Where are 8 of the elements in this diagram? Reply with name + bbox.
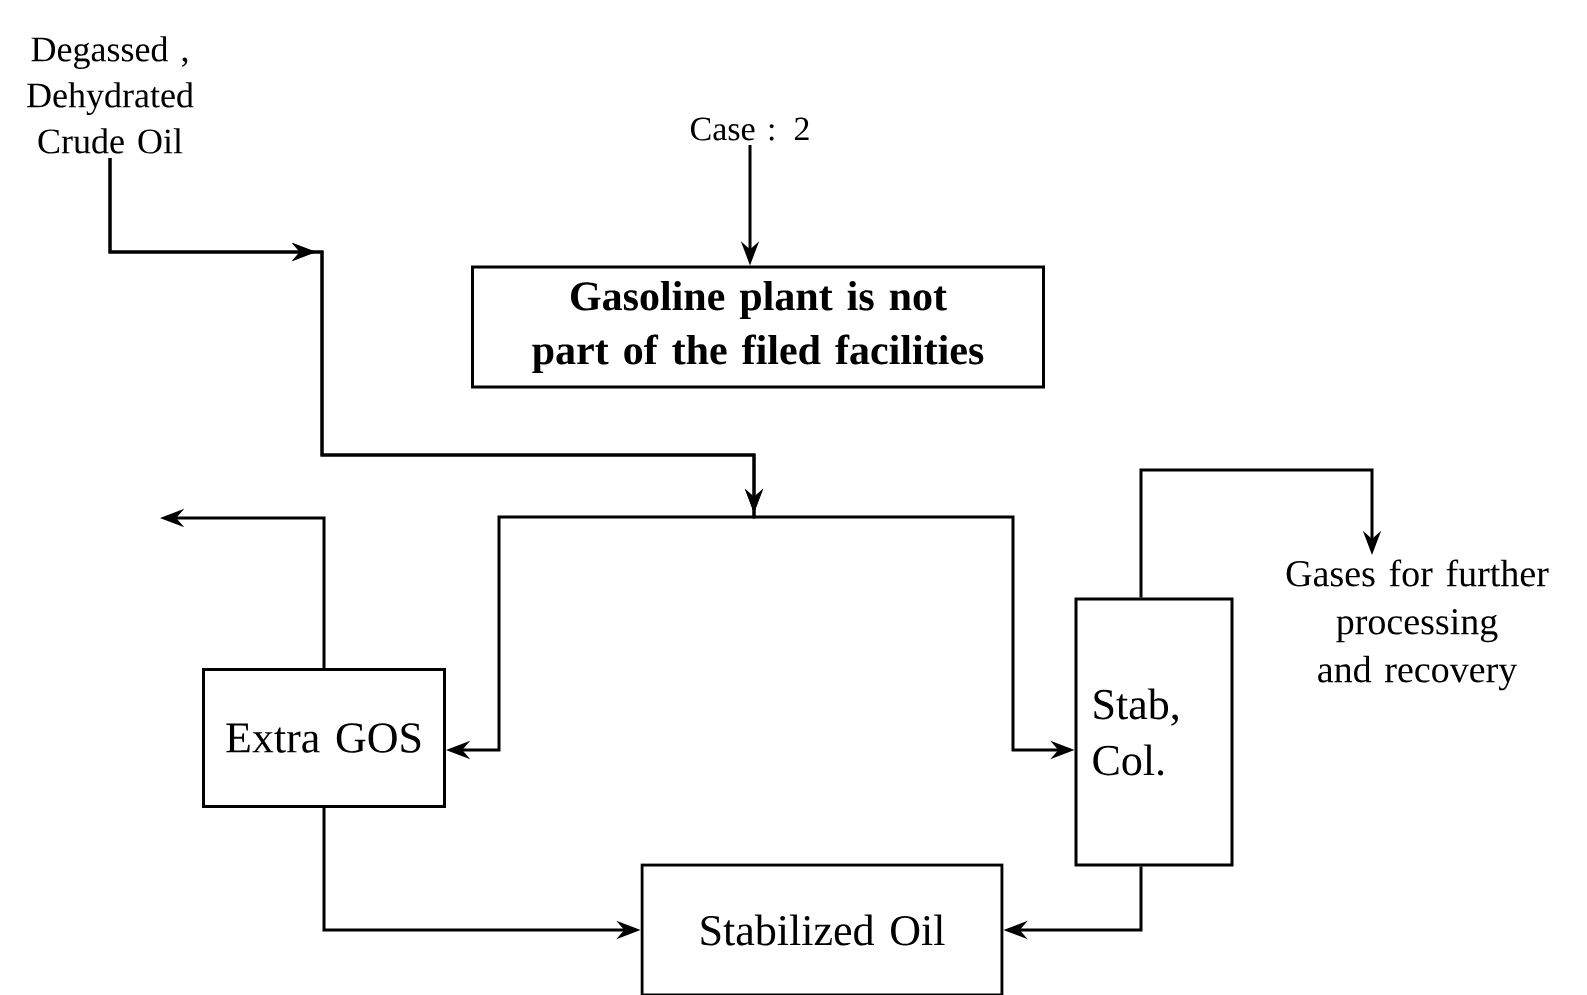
case-label: Case : 2 — [690, 117, 809, 141]
process-box: Extra GOS — [202, 668, 446, 808]
stream-label: Gases for further processing and recovery — [1286, 559, 1549, 691]
product-box: Stabilized Oil — [640, 863, 1004, 995]
flow-arrow — [1139, 468, 1382, 598]
stream-label: Degassed , Dehydrated Crude Oil — [27, 36, 194, 154]
column-box: Stab, Col. — [1074, 597, 1234, 867]
note-box: Gasoline plant is not part of the filed facilities — [471, 265, 1045, 389]
